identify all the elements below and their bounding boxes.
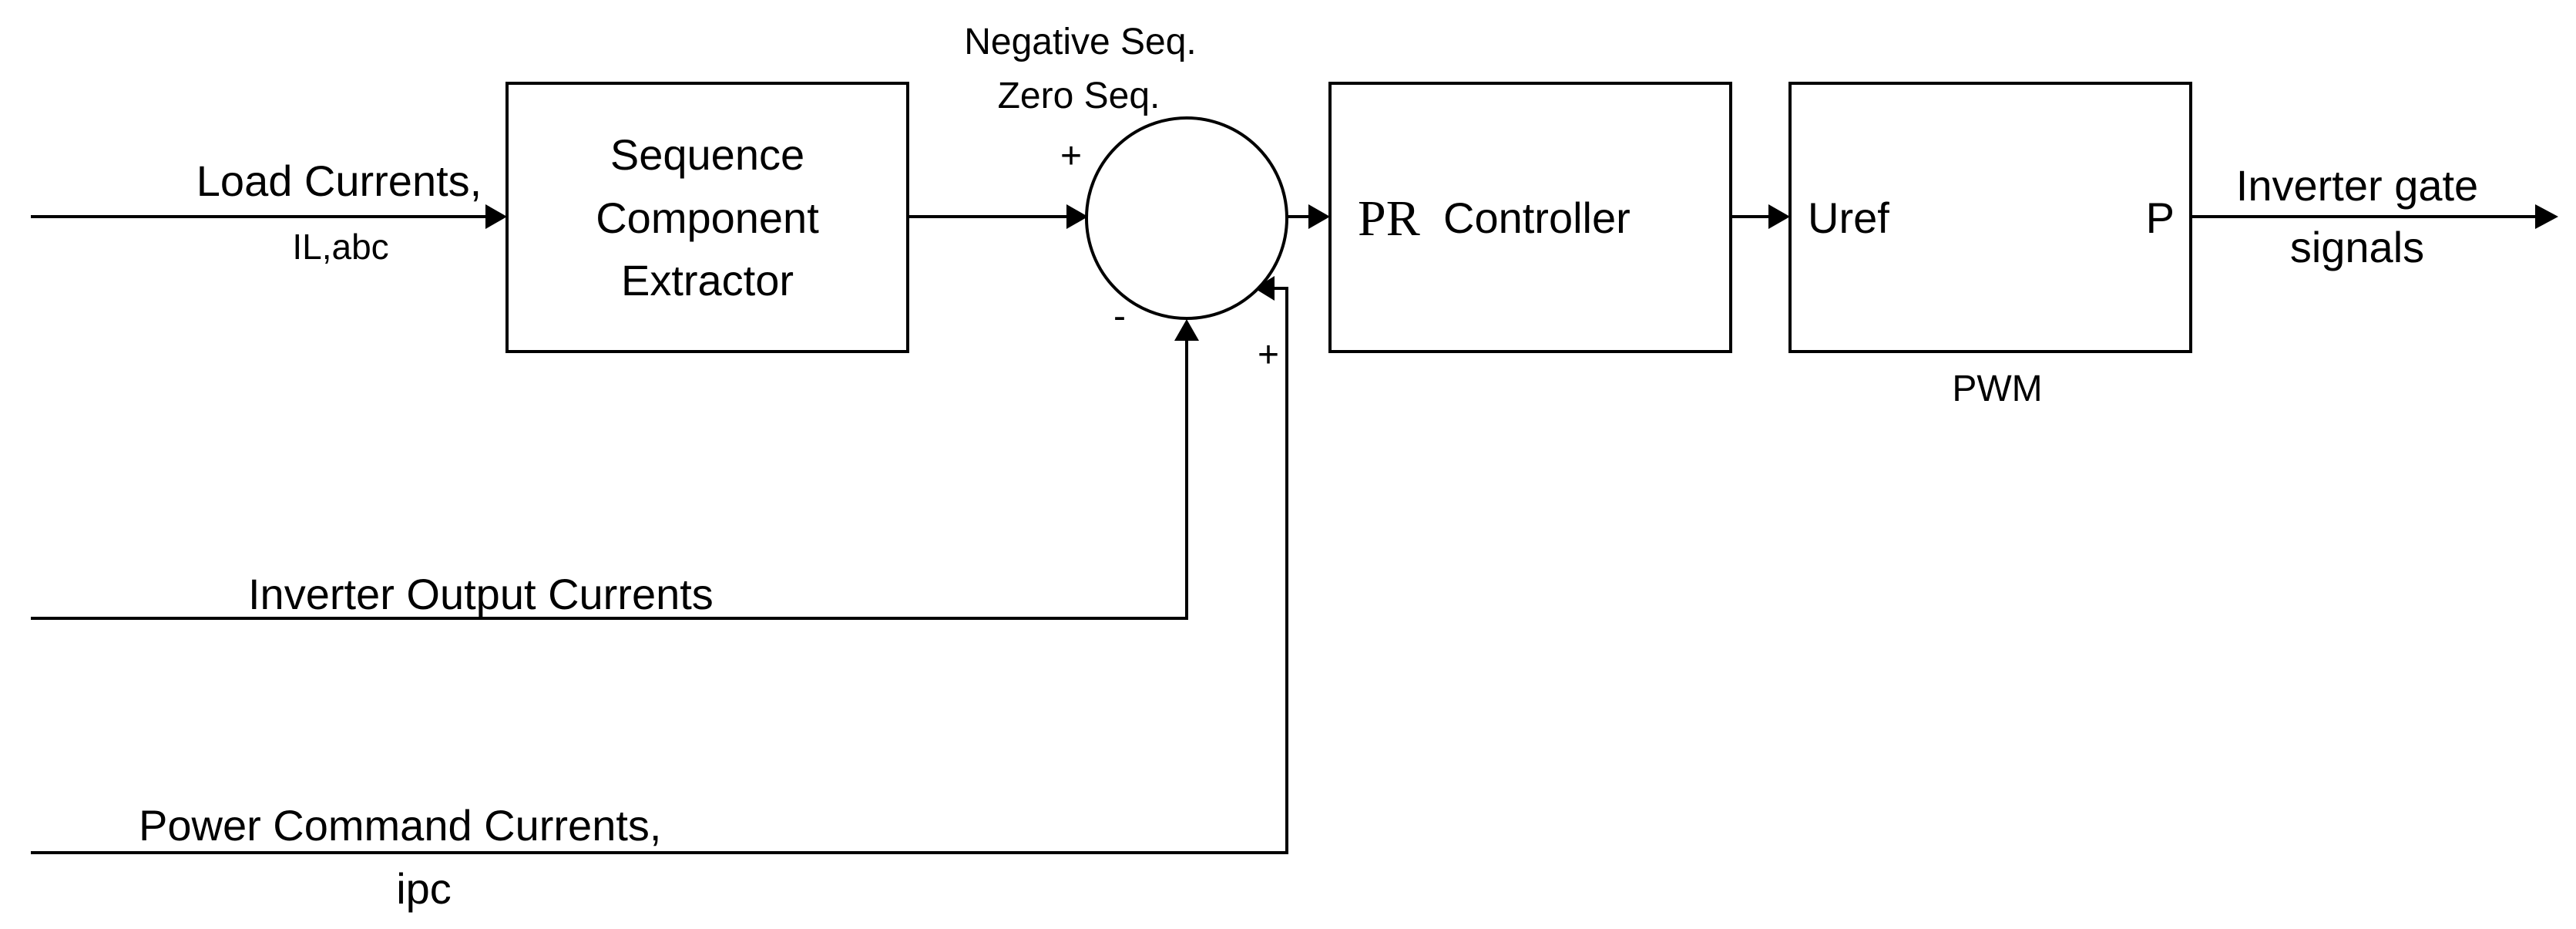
pwm-block — [1788, 82, 2192, 353]
inverter-output-line — [31, 339, 1188, 620]
extractor-to-sum-arrow — [1066, 204, 1088, 229]
power-command-line — [31, 287, 1288, 854]
extractor-label-line3: Extractor — [621, 256, 794, 305]
extractor-label-line2: Component — [596, 194, 819, 242]
output-label-line2: signals — [2290, 223, 2424, 271]
load-currents-label: Load Currents, — [196, 157, 482, 205]
output-arrow — [2535, 204, 2558, 229]
inverter-output-arrow — [1174, 319, 1199, 341]
sum-to-controller-arrow — [1308, 204, 1330, 229]
pwm-input-label: Uref — [1808, 194, 1889, 242]
output-label-line1: Inverter gate — [2236, 161, 2478, 210]
pwm-output-label: P — [2146, 194, 2175, 242]
sequence-extractor-block — [505, 82, 909, 353]
load-currents-symbol: IL,abc — [292, 227, 388, 267]
power-command-label: Power Command Currents, — [139, 801, 661, 850]
controller-to-pwm-arrow — [1768, 204, 1790, 229]
load-currents-arrow — [485, 204, 507, 229]
sum-sign-bottom: - — [1113, 296, 1126, 337]
zero-seq-label: Zero Seq. — [998, 76, 1160, 116]
power-command-symbol: ipc — [396, 864, 452, 913]
pwm-caption: PWM — [1952, 369, 2042, 409]
pr-controller-block — [1328, 82, 1732, 353]
sum-sign-right: + — [1258, 335, 1279, 375]
inverter-output-label: Inverter Output Currents — [248, 570, 714, 618]
power-command-arrow — [1254, 276, 1275, 301]
extractor-label-line1: Sequence — [610, 130, 804, 179]
controller-pr-label: PR — [1358, 190, 1420, 247]
negative-seq-label: Negative Seq. — [964, 22, 1197, 62]
sum-sign-top: + — [1060, 136, 1082, 177]
summing-junction — [1085, 116, 1288, 320]
controller-label: Controller — [1443, 194, 1631, 242]
